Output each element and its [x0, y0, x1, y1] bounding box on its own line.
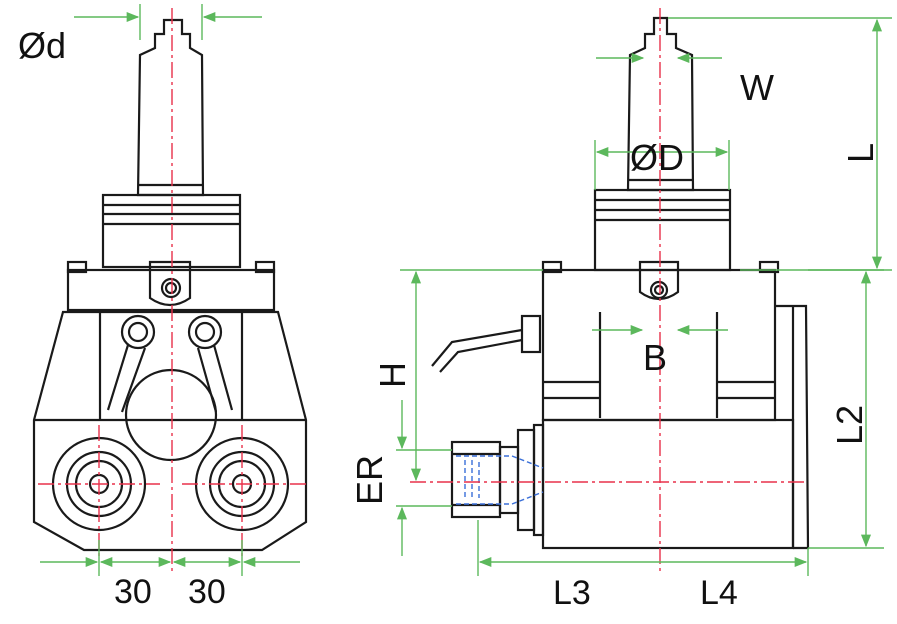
side-dimensions — [396, 17, 892, 576]
label-l3: L3 — [553, 574, 591, 612]
label-w: W — [740, 67, 774, 108]
front-body — [32, 310, 308, 552]
side-lower-body — [541, 418, 795, 550]
label-h: H — [372, 362, 413, 388]
label-l2: L2 — [829, 405, 870, 445]
front-top-plate — [66, 268, 276, 312]
label-od: Ød — [18, 25, 66, 66]
label-er: ER — [349, 455, 390, 505]
front-screw-tab — [148, 260, 192, 307]
side-flange — [593, 188, 732, 272]
side-centerlines — [410, 8, 808, 574]
label-30-right: 30 — [188, 573, 226, 611]
front-center-bore — [124, 368, 218, 462]
front-centerlines — [38, 8, 310, 574]
label-b: B — [643, 337, 667, 378]
front-view — [32, 18, 308, 552]
side-hidden-collet — [456, 455, 544, 505]
label-l4: L4 — [700, 574, 738, 612]
label-oD: ØD — [630, 137, 684, 178]
front-shank — [136, 18, 205, 197]
front-dimensions — [40, 4, 300, 576]
side-view — [431, 16, 810, 550]
label-l: L — [840, 143, 881, 163]
label-30-left: 30 — [114, 573, 152, 611]
